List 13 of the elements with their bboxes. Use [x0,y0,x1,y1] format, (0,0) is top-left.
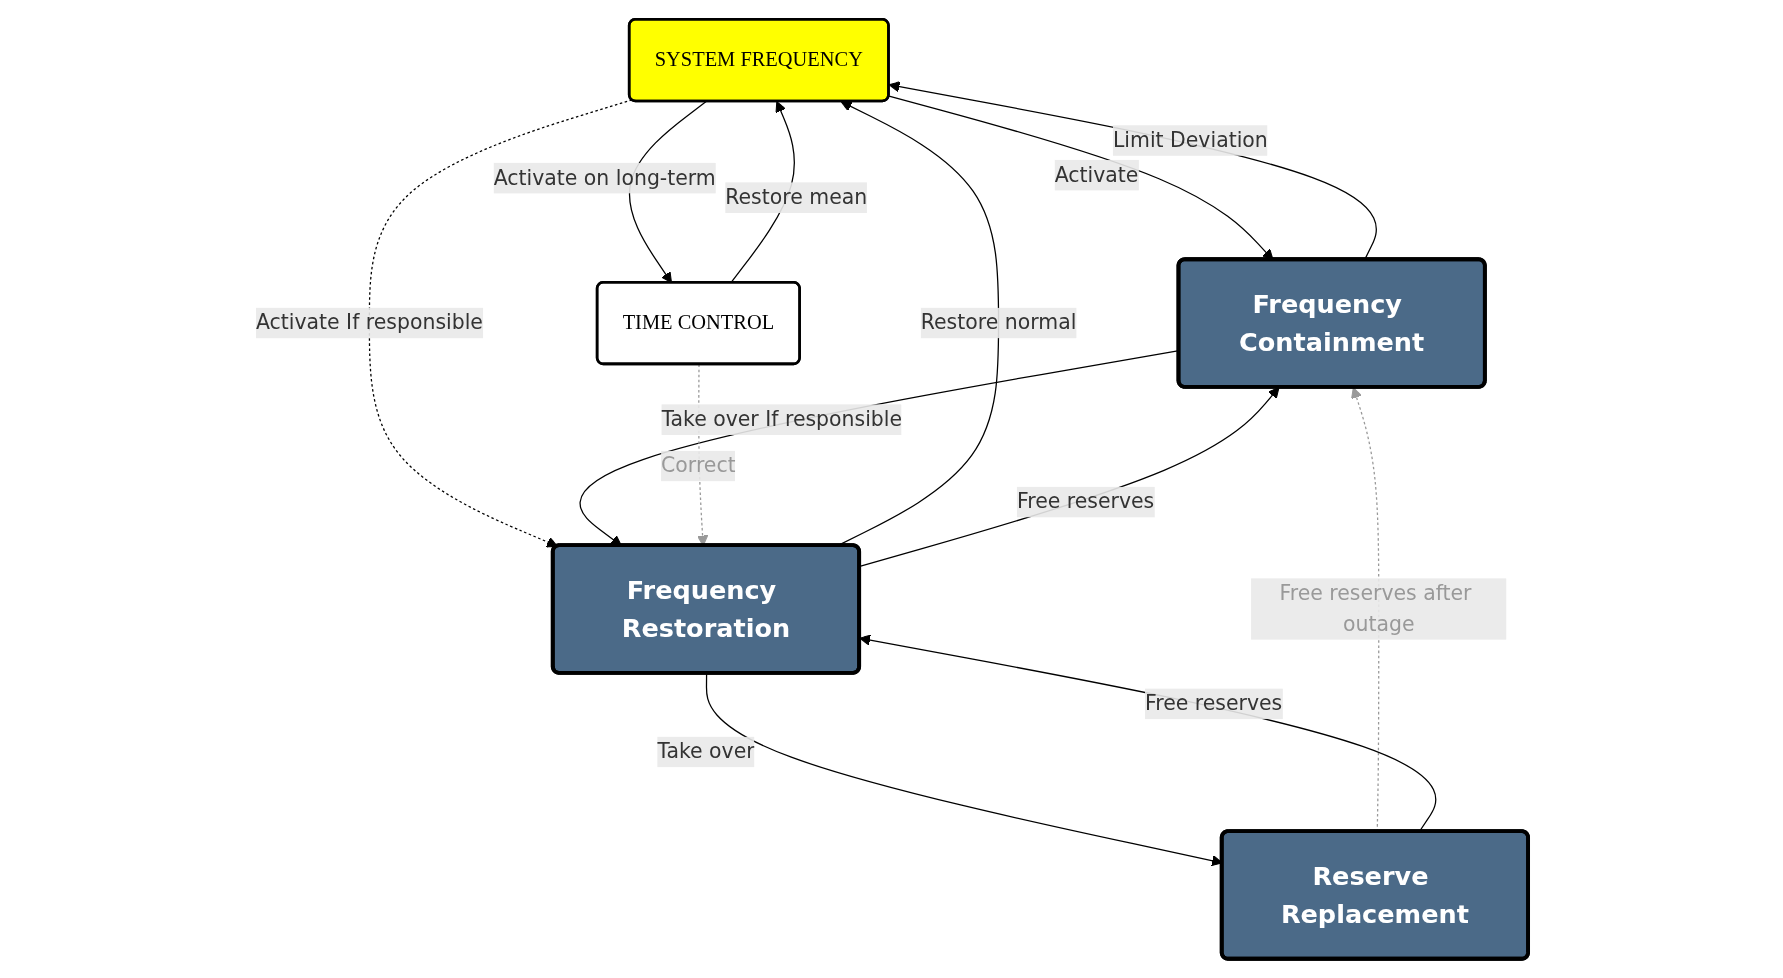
edge-label: Free reserves after outage [1278,580,1472,636]
edge-label: Take over [656,739,755,764]
edge-label: Activate on long-term [493,165,716,190]
edge-label: Take over If responsible [660,406,902,432]
edge-label: Correct [660,453,736,478]
edge-label: Activate If responsible [255,310,483,335]
edge-label: Restore mean [724,184,867,210]
edge-label: Free reserves [1144,691,1282,716]
edge-label: Activate [1054,162,1138,187]
arrow [368,99,633,548]
edge-label: Limit Deviation [1112,127,1268,153]
edge-label: Free reserves [1016,489,1154,514]
edge-label: Restore normal [920,310,1076,335]
